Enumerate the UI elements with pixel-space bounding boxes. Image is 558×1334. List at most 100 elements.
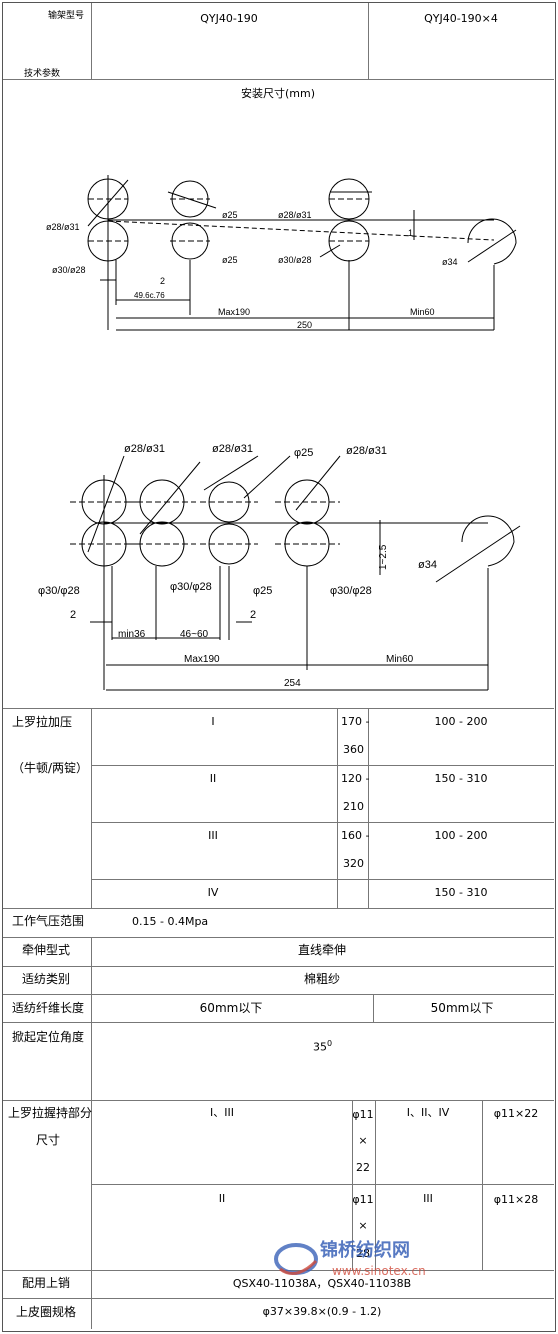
pressure-pos: IV [207,886,219,899]
grip-pos-a: I、III [210,1106,234,1119]
model-a: QYJ40-190 [200,12,258,25]
grip-dim: × [358,1134,368,1147]
grip-dim: 22 [356,1161,370,1174]
row-divider [92,765,554,766]
row-divider [3,1100,554,1101]
dim-label: φ30/φ28 [170,581,212,593]
col-divider [91,1100,92,1270]
dim-label: ø28/ø31 [212,443,253,455]
dim-label: 254 [284,678,301,689]
col-divider [375,1100,376,1270]
row-divider [3,1022,554,1023]
watermark-logo-icon [274,1243,318,1275]
dim-label: Min60 [410,307,435,317]
col-divider [368,708,369,908]
angle-label: 掀起定位角度 [12,1030,85,1044]
draft-label: 牵伸型式 [22,943,71,957]
dim-label: 49.6c.76 [134,291,165,300]
dim-label: 2 [250,609,256,621]
col-divider [91,994,92,1022]
row-divider [3,966,554,967]
install-drawing-quad: ø28/ø31 ø28/ø31 φ25 ø28/ø31 φ30/φ28 φ30/… [38,443,521,691]
col-divider [373,994,374,1022]
row-divider [3,1298,554,1299]
drafting-roller [467,218,517,265]
draft-value: 直线牵伸 [297,943,347,957]
dim-label: ø28/ø31 [46,222,80,232]
cot-value: φ37×39.8×(0.9 - 1.2) [262,1305,382,1318]
air-value: 0.15 - 0.4Mpa [132,915,209,928]
dim-label: 2 [70,609,76,621]
pressure-value-b: 100 - 200 [434,829,488,842]
fiber-value-a: 60mm以下 [199,1001,263,1015]
spin-value: 棉粗纱 [303,972,341,986]
model-b: QYJ40-190×4 [424,12,498,25]
pressure-value-a: 360 [343,743,364,756]
install-title: 安装尺寸(mm) [240,87,316,100]
dim-label: ø25 [222,210,238,220]
pin-value: QSX40-11038A，QSX40-11038B [232,1277,412,1290]
row-divider [3,79,554,80]
dim-label: min36 [118,629,146,640]
cot-label: 上皮圈规格 [16,1305,77,1319]
dim-label: ø34 [418,559,437,571]
grip-dim: φ11 [352,1108,374,1121]
model-label: 输架型号 [48,11,85,21]
pressure-value-a: 160 - [341,829,370,842]
dim-label: 2 [160,276,165,286]
pressure-value-a: 120 - [341,772,370,785]
dim-label: Min60 [386,654,414,665]
air-label: 工作气压范围 [12,914,85,928]
pressure-value-a: 210 [343,800,364,813]
fiber-label: 适纺纤维长度 [12,1001,85,1015]
angle-degree: 0 [327,1039,333,1048]
angle-number: 35 [313,1040,327,1054]
col-divider [337,708,338,908]
grip-dim: × [358,1219,368,1232]
install-drawing-single: ø28/ø31 ø25 ø28/ø31 ø30/ø28 ø25 ø30/ø28 … [46,175,517,331]
grip-dim-b: φ11×22 [493,1107,539,1120]
dim-label: ø28/ø31 [124,443,165,455]
watermark-title: 锦桥纺织网 [320,1240,410,1261]
grip-dim-b: φ11×28 [493,1193,539,1206]
row-divider [3,908,554,909]
grip-label: 上罗拉握持部分 [8,1106,93,1120]
row-divider [92,1184,554,1185]
dim-label: 46~60 [180,629,209,640]
pressure-pos: III [208,829,218,842]
pressure-value-a: 170 - [341,715,370,728]
dim-label: 1~2.5 [378,544,389,570]
angle-value: 350 [313,1038,332,1054]
pressure-value-b: 100 - 200 [434,715,488,728]
dim-label: Max190 [218,307,250,317]
row-divider [3,937,554,938]
row-divider [92,879,554,880]
pressure-unit-label: （牛顿/两锭） [12,761,89,775]
grip-pos-b: III [423,1192,433,1205]
grip-pos-a: II [218,1192,226,1205]
header-divider [368,3,369,79]
pressure-value-b: 150 - 310 [434,886,488,899]
col-divider [352,1100,353,1270]
pressure-pos: I [211,715,215,728]
pressure-label: 上罗拉加压 [12,715,73,729]
row-divider [3,708,554,709]
pressure-value-b: 150 - 310 [434,772,488,785]
dim-label: 1 [408,228,413,238]
spin-label: 适纺类别 [22,972,71,986]
col-divider [91,937,92,966]
dim-label: Max190 [184,654,220,665]
dim-label: ø30/ø28 [278,255,312,265]
dim-label: φ25 [253,585,272,597]
header-divider [91,3,92,79]
col-divider [91,708,92,908]
col-divider [91,1270,92,1329]
col-divider [482,1100,483,1270]
grip-dim: 28 [356,1247,370,1260]
pressure-value-a: 320 [343,857,364,870]
dim-label: ø25 [222,255,238,265]
row-divider [92,822,554,823]
watermark-url: www.sinotex.cn [332,1264,426,1278]
pressure-pos: II [209,772,217,785]
